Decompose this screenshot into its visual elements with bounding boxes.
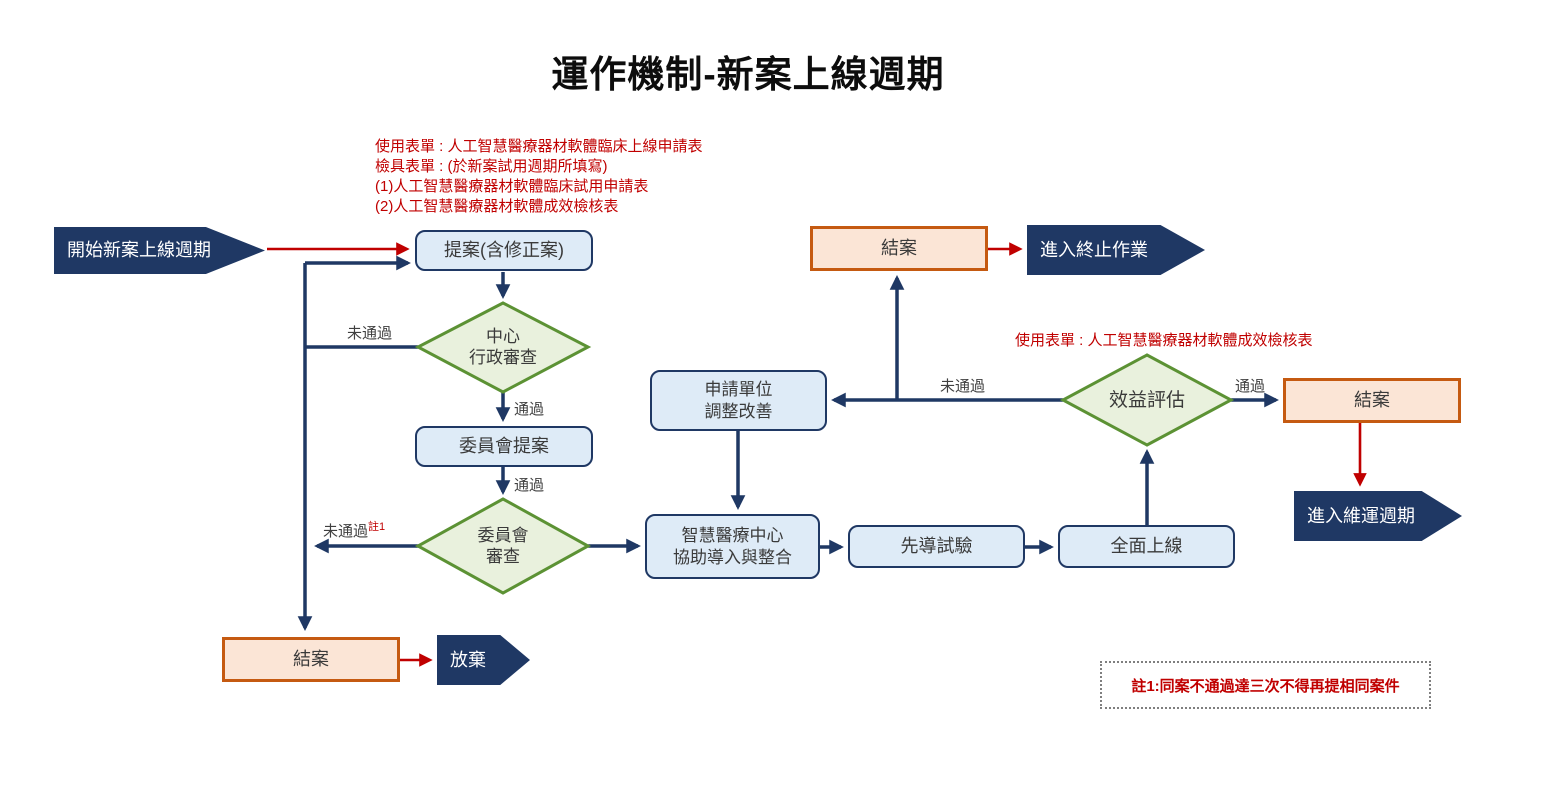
maintenance-terminator-label: 進入維運週期 [1307,505,1415,526]
center-review-diamond [414,301,592,394]
edge-label-note1-sup: 註1 [368,521,386,533]
smart-center-label-line1: 智慧醫療中心 [681,526,784,546]
abandon-terminator-label: 放棄 [450,649,486,670]
adjust-box: 申請單位 調整改善 [650,370,827,431]
benefit-eval-diamond [1059,353,1235,447]
edge-label-fail-center: 未通過 [347,325,393,342]
termination-terminator-label: 進入終止作業 [1040,239,1148,260]
maintenance-terminator: 進入維運週期 [1294,491,1462,541]
forms-annotation-line: (2)人工智慧醫療器材軟體成效檢核表 [375,198,619,215]
page-title: 運作機制-新案上線週期 [551,54,945,95]
full-launch-box: 全面上線 [1058,525,1235,568]
full-launch-label: 全面上線 [1110,536,1183,557]
edge-label-fail-committee-text: 未通過 [323,523,369,540]
forms-annotation-line: (1)人工智慧醫療器材軟體臨床試用申請表 [375,178,649,195]
adjust-label-line2: 調整改善 [704,401,773,421]
note1-box: 註1:同案不通過達三次不得再提相同案件 [1100,661,1431,709]
closure-right-label: 結案 [1354,390,1390,411]
closure-bottom-label: 結案 [293,649,329,670]
closure-box-bottom: 結案 [222,637,400,682]
edge-label-fail-committee: 未通過註1 [323,518,385,541]
closure-box-top: 結案 [810,226,988,271]
closure-top-label: 結案 [881,238,917,259]
edge-label-pass-center: 通過 [514,401,545,418]
proposal-label: 提案(含修正案) [444,240,564,261]
smart-center-box: 智慧醫療中心 協助導入與整合 [645,514,820,579]
pilot-label: 先導試驗 [900,536,973,557]
closure-box-right: 結案 [1283,378,1461,423]
proposal-box: 提案(含修正案) [415,230,593,271]
forms-annotation-line: 檢具表單 : (於新案試用週期所填寫) [375,158,608,175]
adjust-label-line1: 申請單位 [704,380,773,400]
edge-label-pass-committee: 通過 [514,477,545,494]
note1-text: 註1:同案不通過達三次不得再提相同案件 [1131,677,1400,695]
forms-annotation-benefit: 使用表單 : 人工智慧醫療器材軟體成效檢核表 [1015,332,1313,349]
committee-proposal-label: 委員會提案 [459,436,549,457]
smart-center-label-line2: 協助導入與整合 [673,547,792,567]
forms-annotation-top: 使用表單 : 人工智慧醫療器材軟體臨床上線申請表 檢具表單 : (於新案試用週期… [375,137,703,217]
edge-label-pass-benefit: 通過 [1235,378,1266,395]
forms-annotation-line: 使用表單 : 人工智慧醫療器材軟體臨床上線申請表 [375,138,703,155]
committee-proposal-box: 委員會提案 [415,426,593,467]
edge-label-fail-benefit: 未通過 [940,378,986,395]
committee-review-diamond [414,497,592,595]
pilot-box: 先導試驗 [848,525,1025,568]
start-terminator-label: 開始新案上線週期 [67,240,211,261]
